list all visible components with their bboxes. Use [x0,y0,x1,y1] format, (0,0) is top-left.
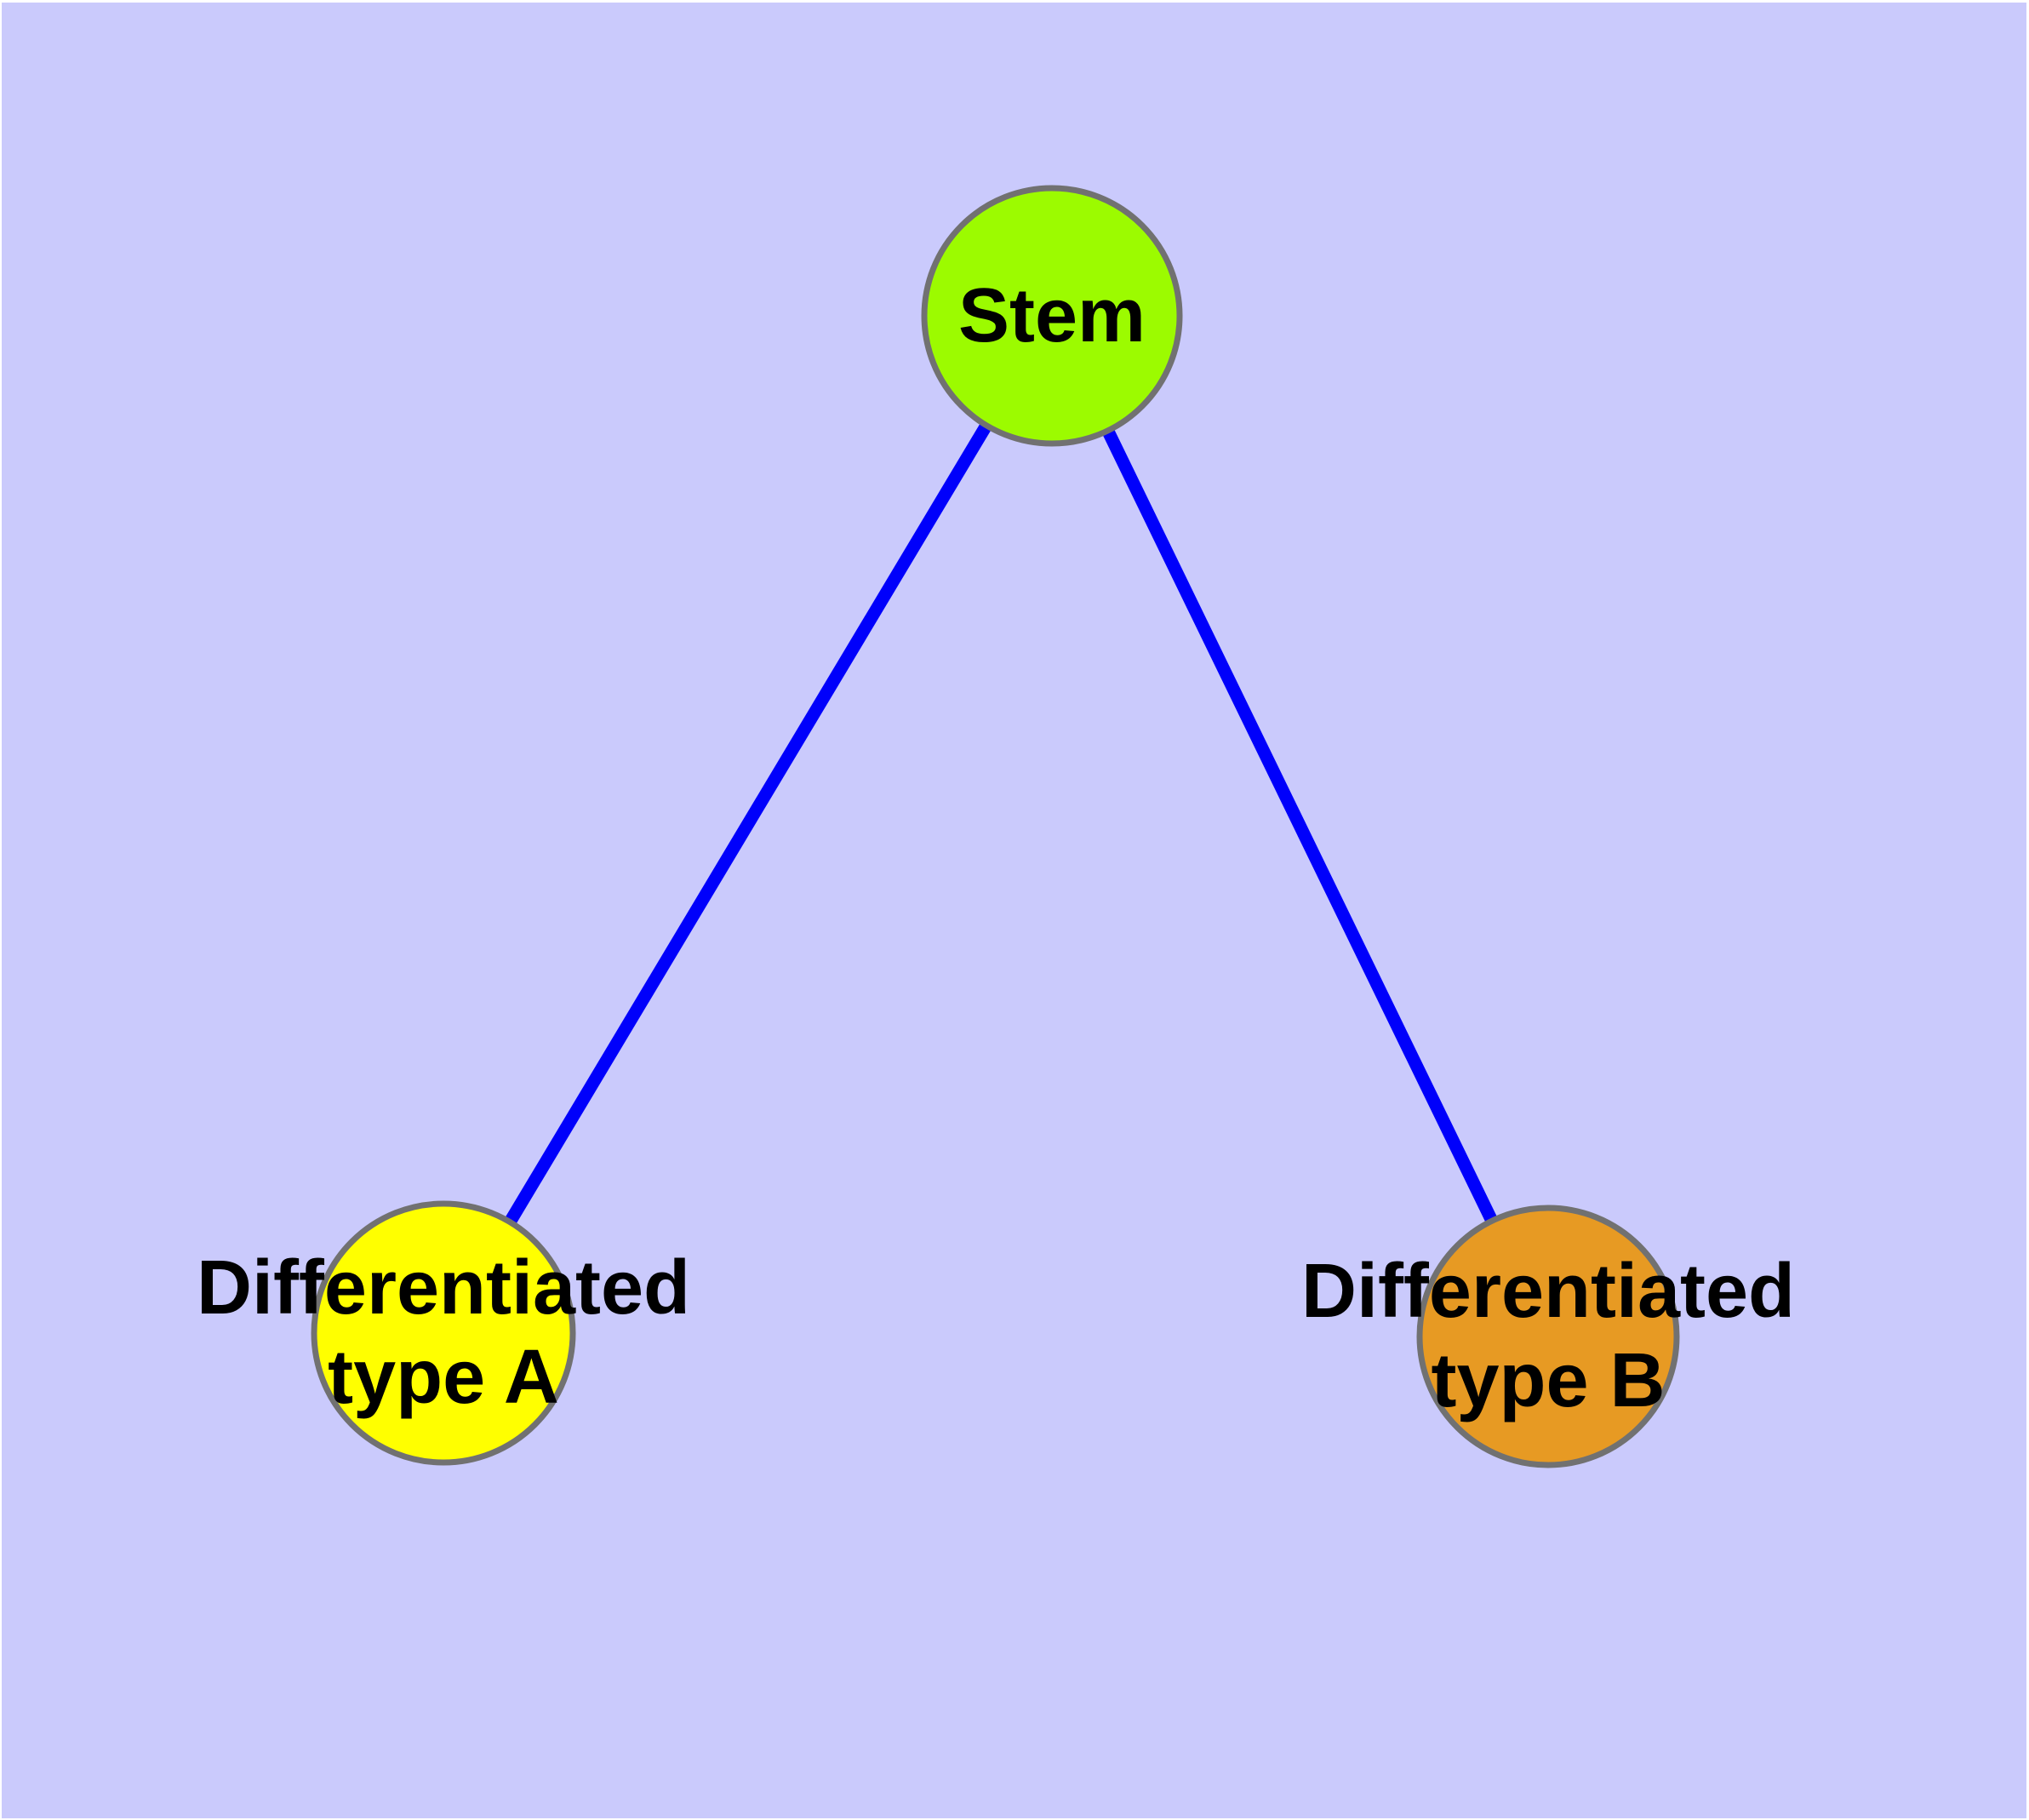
stem-node-label-text: Stem [957,273,1146,358]
differentiated-type-a-node-circle [311,1200,576,1466]
edge-stem-to-type-a [437,312,1058,1336]
differentiated-type-a-node-label: Differentiated type A [146,1244,741,1422]
differentiated-type-b-node-circle [1416,1205,1680,1468]
differentiated-type-a-label-line2: type A [328,1335,559,1420]
edge-stem-to-type-b [1046,312,1554,1340]
stem-node-circle [921,185,1183,447]
differentiated-type-a-label-line1: Differentiated [196,1245,691,1331]
differentiated-type-b-label-line2: type B [1431,1338,1666,1423]
stem-node-label: Stem [754,272,1350,361]
differentiated-type-b-label-line1: Differentiated [1300,1249,1796,1334]
differentiated-type-b-node-label: Differentiated type B [1250,1247,1846,1426]
